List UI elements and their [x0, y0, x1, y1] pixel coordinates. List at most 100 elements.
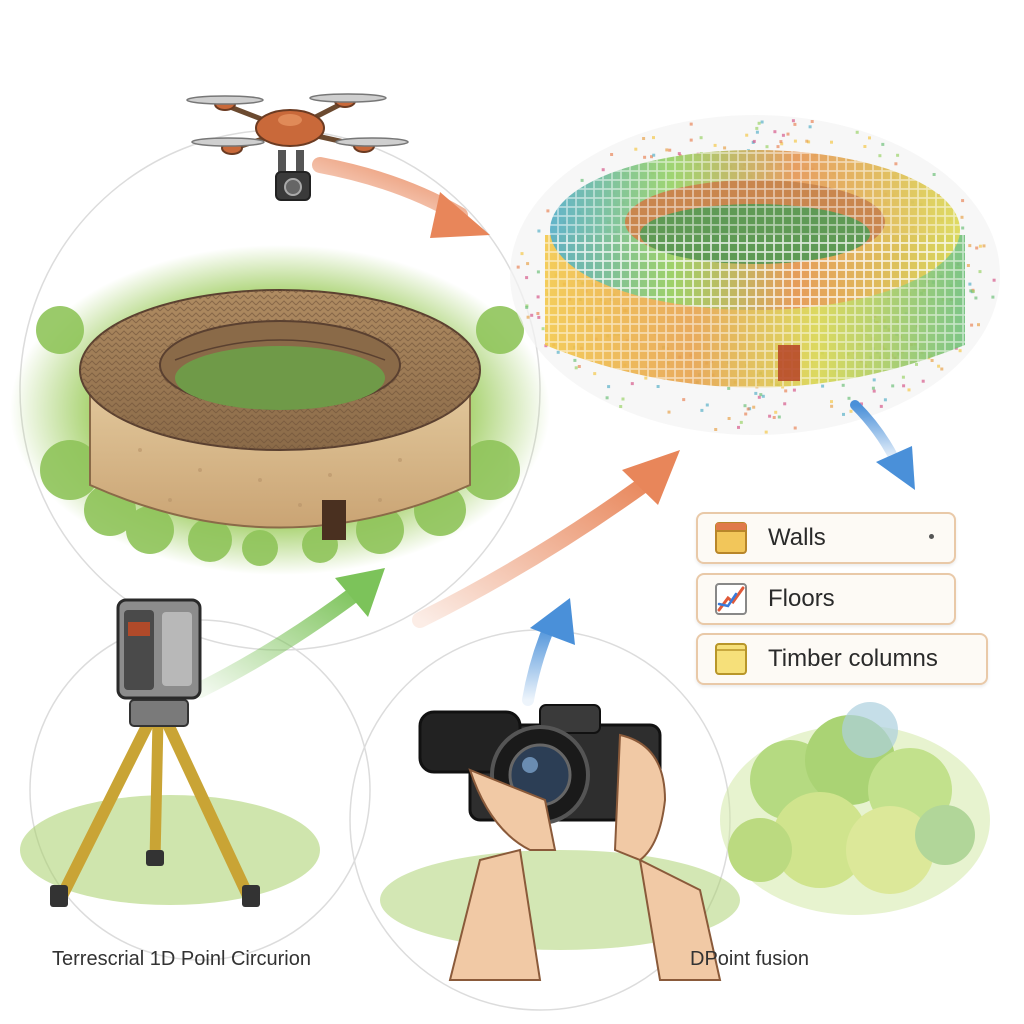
cloud-point — [878, 154, 882, 158]
cloud-point — [737, 425, 740, 429]
legend-label-timber-columns: Timber columns — [768, 645, 938, 672]
cloud-point — [754, 391, 758, 395]
cloud-point — [700, 408, 704, 412]
legend-item-timber-columns[interactable]: Timber columns — [696, 633, 988, 685]
cloud-point — [601, 168, 605, 172]
cloud-point — [765, 145, 769, 149]
cloud-point — [577, 365, 581, 368]
cloud-point — [574, 366, 578, 370]
cloud-point — [757, 121, 761, 125]
cloud-point — [516, 265, 520, 269]
laser-scanner-tripod-icon — [20, 598, 320, 907]
cloud-point — [652, 153, 656, 157]
cloud-point — [745, 133, 749, 137]
cloud-point — [526, 315, 530, 319]
cloud-point — [573, 358, 577, 362]
arrow-camera-up — [522, 598, 575, 706]
cloud-point — [960, 215, 964, 219]
cloud-point — [786, 132, 790, 136]
floor-plan-icon — [715, 583, 747, 615]
cloud-point — [607, 385, 611, 389]
cloud-point — [958, 349, 962, 353]
cloud-point — [755, 130, 759, 134]
cloud-point — [940, 367, 944, 371]
cloud-point — [546, 209, 550, 213]
cloud-point — [525, 305, 529, 309]
arrow-drone-to-cloud — [312, 157, 490, 238]
cloud-point — [830, 140, 833, 144]
flow-arrows — [192, 157, 915, 706]
cloud-point — [541, 327, 545, 331]
cloud-point — [760, 120, 764, 124]
cloud-point — [968, 282, 972, 286]
cloud-point — [526, 262, 530, 266]
cloud-point — [978, 244, 982, 248]
cloud-point — [593, 372, 597, 376]
cloud-point — [974, 296, 978, 300]
cloud-point — [872, 389, 876, 393]
cloud-point — [727, 386, 731, 390]
cloud-point — [773, 130, 777, 134]
cloud-point — [605, 396, 609, 400]
cloud-point — [667, 410, 671, 414]
cloud-point — [689, 122, 693, 126]
cloud-point — [752, 139, 756, 143]
cloud-point — [966, 264, 970, 267]
cloud-point — [544, 344, 548, 348]
cloud-point — [781, 385, 785, 389]
cloud-point — [772, 416, 776, 419]
cloud-point — [746, 407, 750, 411]
cloud-point — [642, 137, 646, 140]
cloud-point — [779, 140, 783, 144]
cloud-point — [810, 120, 814, 123]
tulou-building — [10, 245, 550, 575]
cloud-point — [619, 405, 623, 408]
legend-item-walls[interactable]: Walls — [696, 512, 956, 564]
cloud-point — [643, 155, 647, 159]
cloud-point — [781, 133, 785, 137]
cloud-point — [841, 383, 845, 387]
legend-item-floors[interactable]: Floors — [696, 573, 956, 625]
cloud-point — [714, 428, 718, 431]
cloud-point — [879, 404, 883, 408]
wall-swatch-icon — [715, 522, 747, 554]
cloud-point — [774, 410, 778, 414]
cloud-point — [847, 396, 851, 400]
cloud-point — [896, 153, 900, 157]
legend-label-walls: Walls — [768, 524, 826, 551]
cloud-point — [932, 173, 936, 176]
cloud-point — [961, 199, 965, 203]
cloud-point — [752, 405, 756, 409]
cloud-point — [891, 384, 895, 388]
cloud-point — [764, 430, 768, 434]
cloud-point — [968, 244, 972, 248]
cloud-point — [652, 136, 655, 140]
cloud-point — [743, 404, 747, 408]
cloud-point — [793, 122, 797, 126]
drone-icon — [186, 93, 409, 201]
cloud-point — [871, 386, 875, 390]
cloud-point — [759, 393, 763, 397]
cloud-point — [723, 146, 727, 150]
cloud-point — [699, 136, 703, 140]
caption-terrestrial-scan: Terrescrial 1D Poinl Circurion — [52, 948, 311, 970]
cloud-point — [744, 412, 748, 416]
cloud-point — [902, 384, 906, 388]
cloud-point — [863, 145, 867, 148]
cloud-point — [921, 379, 925, 383]
timber-swatch-icon — [715, 643, 747, 675]
foliage-patch — [720, 702, 990, 915]
cloud-point — [713, 143, 717, 147]
cloud-point — [860, 402, 863, 406]
cloud-point — [755, 126, 759, 130]
cloud-point — [537, 315, 541, 319]
cloud-point — [520, 252, 524, 256]
cloud-point — [530, 313, 534, 317]
cloud-point — [689, 138, 693, 142]
cloud-point — [621, 397, 625, 401]
cloud-point — [668, 148, 672, 152]
cloud-point — [776, 145, 780, 149]
cloud-point — [656, 385, 660, 388]
legend-marker-dot — [929, 534, 934, 539]
